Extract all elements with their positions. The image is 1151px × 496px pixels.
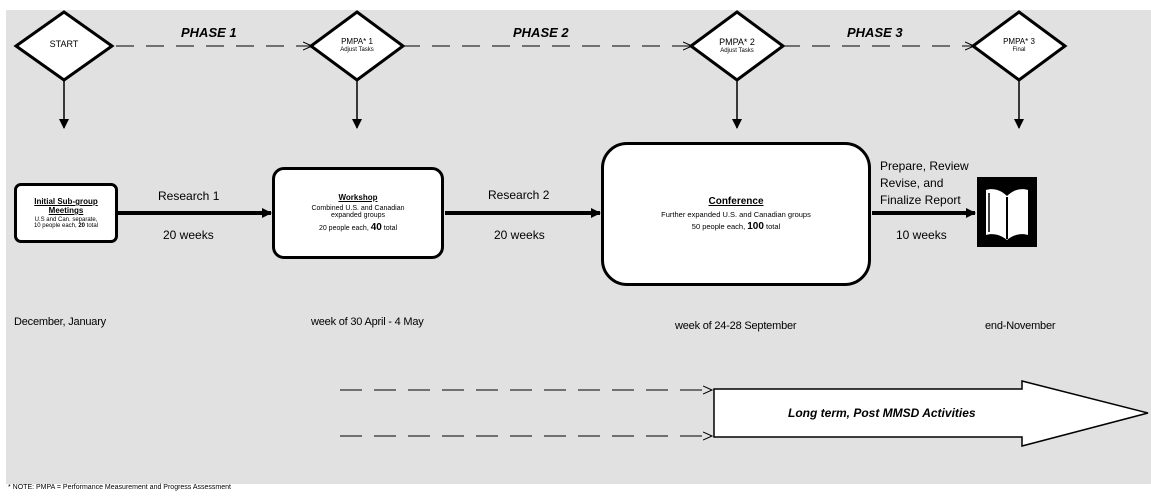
initial-meetings-line1: U.S and Can. separate, xyxy=(34,217,98,223)
date-report: end-November xyxy=(985,320,1056,332)
open-book-icon xyxy=(977,177,1037,247)
workshop-title: Workshop xyxy=(338,193,378,202)
phase-3-label: PHASE 3 xyxy=(847,25,903,40)
report-label: Prepare, Review Revise, and Finalize Rep… xyxy=(880,158,969,209)
report-label-line1: Prepare, Review xyxy=(880,159,969,173)
report-duration: 10 weeks xyxy=(896,228,947,242)
milestone-pmpa2-title: PMPA* 2 xyxy=(719,37,755,47)
milestone-pmpa3-label: PMPA* 3 Final xyxy=(989,37,1049,53)
research2-duration: 20 weeks xyxy=(494,228,545,242)
milestone-start-label: START xyxy=(49,39,79,49)
research1-duration: 20 weeks xyxy=(163,228,214,242)
long-term-label: Long term, Post MMSD Activities xyxy=(788,406,976,420)
initial-meetings-box: Initial Sub-group Meetings U.S and Can. … xyxy=(14,183,118,243)
workshop-box: Workshop Combined U.S. and Canadian expa… xyxy=(272,167,444,259)
milestone-pmpa3-sub: Final xyxy=(1012,46,1026,53)
milestone-pmpa1-label: PMPA* 1 Adjust Tasks xyxy=(327,37,387,53)
initial-meetings-line2: 10 people each, 20 total xyxy=(33,223,99,229)
conference-line1: Further expanded U.S. and Canadian group… xyxy=(661,210,811,219)
milestone-pmpa1-title: PMPA* 1 xyxy=(341,37,373,46)
research2-label: Research 2 xyxy=(488,188,550,202)
report-label-line2: Revise, and xyxy=(880,176,944,190)
research1-label: Research 1 xyxy=(158,189,220,203)
date-conference: week of 24-28 September xyxy=(675,320,797,332)
workshop-line1: Combined U.S. and Canadian xyxy=(311,205,405,212)
conference-title: Conference xyxy=(708,196,764,207)
milestone-pmpa1-sub: Adjust Tasks xyxy=(340,46,374,53)
date-workshop: week of 30 April - 4 May xyxy=(311,316,424,328)
report-label-line3: Finalize Report xyxy=(880,193,961,207)
conference-box: Conference Further expanded U.S. and Can… xyxy=(601,142,871,286)
milestone-pmpa2-sub: Adjust Tasks xyxy=(720,47,754,54)
workshop-line1b: expanded groups xyxy=(330,212,386,219)
phase-2-label: PHASE 2 xyxy=(513,25,569,40)
initial-meetings-title: Initial Sub-group Meetings xyxy=(34,197,98,215)
date-initial: December, January xyxy=(14,316,106,328)
milestone-pmpa3-title: PMPA* 3 xyxy=(1003,37,1035,46)
milestone-pmpa2-label: PMPA* 2 Adjust Tasks xyxy=(707,37,767,54)
phase-1-label: PHASE 1 xyxy=(181,25,237,40)
conference-line2: 50 people each, 100 total xyxy=(691,221,781,232)
long-term-arrow xyxy=(713,380,1149,447)
workshop-line2: 20 people each, 40 total xyxy=(318,222,398,233)
footnote: * NOTE: PMPA = Performance Measurement a… xyxy=(8,484,231,491)
